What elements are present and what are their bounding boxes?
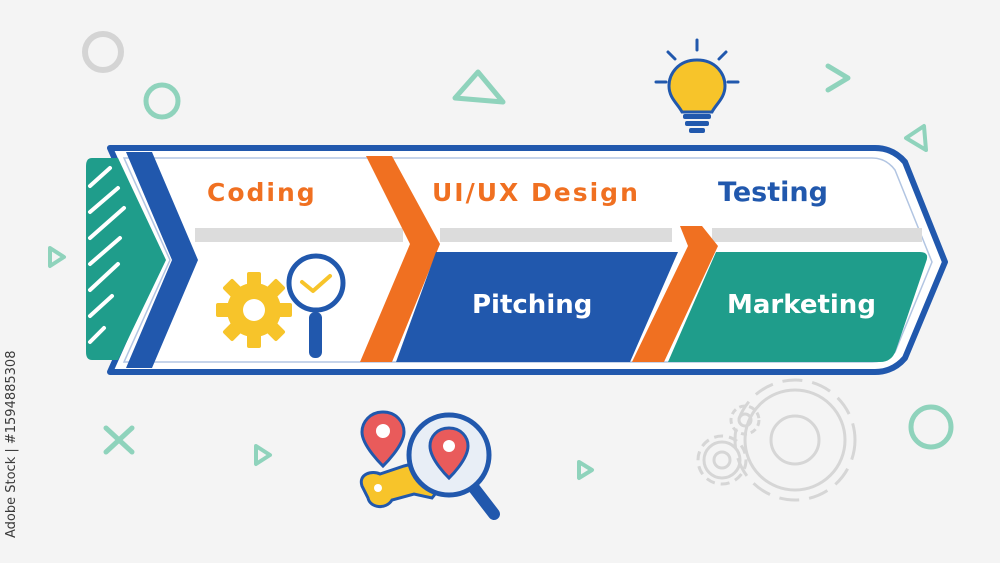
separator-bar (195, 228, 403, 242)
deco-play (48, 246, 66, 268)
step-label-coding: Coding (207, 178, 317, 207)
chevron-blue (126, 152, 198, 368)
deco-play (254, 444, 272, 466)
deco-cross (103, 425, 135, 455)
separator-bar (440, 228, 672, 242)
deco-circle (908, 404, 954, 450)
lightbulb-icon (654, 38, 740, 133)
map-pin-icon (360, 410, 406, 469)
step-label-marketing: Marketing (727, 290, 876, 320)
decorations (48, 31, 954, 480)
deco-circle (82, 31, 124, 73)
gear-icon (216, 272, 292, 348)
deco-triangle (904, 124, 928, 152)
search-pin-magnifier-icon (406, 412, 500, 520)
chevron-orange (360, 156, 440, 362)
chevron-orange (632, 226, 718, 362)
pitching-block (396, 252, 678, 362)
step-label-testing: Testing (718, 177, 828, 208)
arrow-tail (86, 158, 166, 360)
step-label-uiux-design: UI/UX Design (432, 178, 640, 207)
magnifier-icon (286, 253, 346, 358)
process-arrow (86, 145, 948, 375)
deco-chevron (825, 63, 851, 93)
stock-credit: Adobe Stock | #1594885308 (4, 350, 19, 538)
marketing-block (668, 252, 928, 362)
tail-hatch (88, 166, 126, 344)
deco-play (577, 460, 594, 480)
deco-circle (143, 82, 181, 120)
gear-outline-small (696, 434, 748, 486)
deco-triangle (452, 69, 506, 105)
gear-outline-large (733, 378, 857, 502)
step-label-pitching: Pitching (472, 290, 593, 320)
gear-outline-tiny (729, 404, 761, 436)
separator-bar (712, 228, 922, 242)
background-gears (696, 378, 857, 502)
